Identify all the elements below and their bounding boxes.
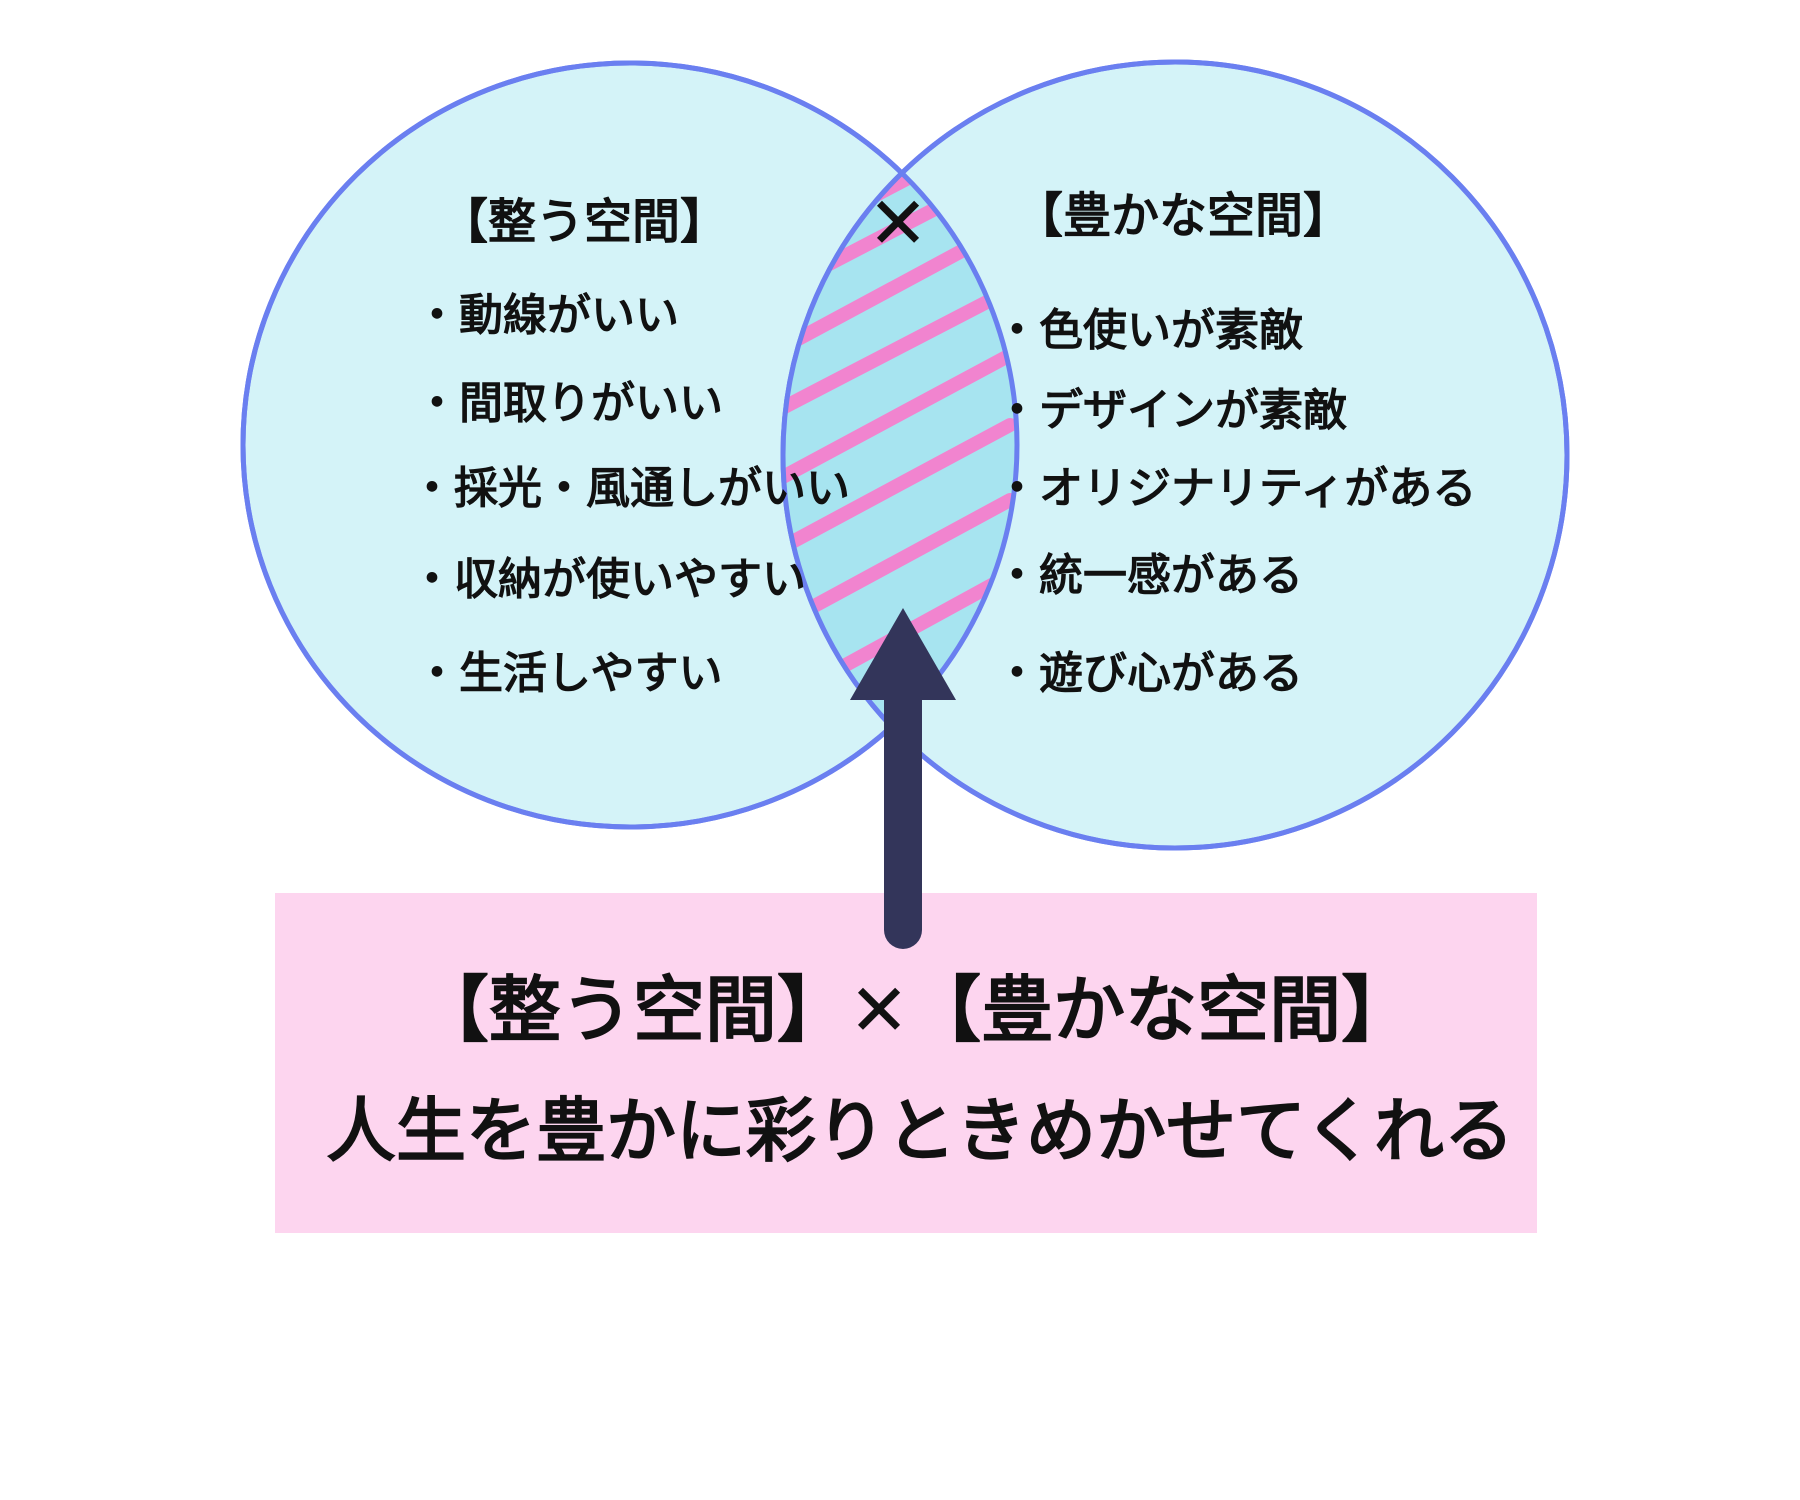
intersection-times-symbol: ✕ <box>868 181 928 265</box>
right-item-1: ・色使いが素敵 <box>995 305 1303 356</box>
caption-statement: 人生を豊かに彩りときめかせてくれる <box>326 1090 1514 1172</box>
left-item-1: ・動線がいい <box>415 290 679 341</box>
left-circle-title: 【整う空間】 <box>440 194 728 250</box>
right-circle-title: 【豊かな空間】 <box>1015 188 1351 244</box>
left-item-4: ・収納が使いやすい <box>410 554 806 605</box>
left-item-5: ・生活しやすい <box>415 648 723 699</box>
left-item-3: ・採光・風通しがいい <box>410 463 850 514</box>
right-item-4: ・統一感がある <box>995 550 1303 601</box>
right-circle-outline <box>780 59 1570 851</box>
left-item-2: ・間取りがいい <box>415 378 723 429</box>
left-circle-outline <box>240 60 1020 830</box>
up-arrow-icon <box>850 608 956 949</box>
right-item-5: ・遊び心がある <box>995 648 1303 699</box>
caption-heading: 【整う空間】✕【豊かな空間】 <box>417 968 1413 1052</box>
right-item-2: ・デザインが素敵 <box>995 385 1347 436</box>
caption-box <box>275 893 1537 1233</box>
right-item-3: ・オリジナリティがある <box>995 463 1476 514</box>
